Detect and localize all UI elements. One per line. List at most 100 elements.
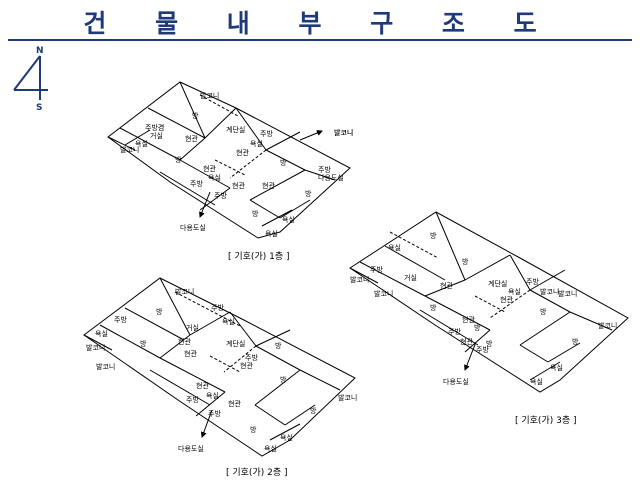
room-label: 발코니 — [540, 287, 559, 296]
floor-3-labels: 욕실 방 주방 방 발코니 거실 발코니 현관 계단실 주방 발코니 현관 발코… — [350, 231, 617, 386]
room-label: 욕실 — [282, 215, 295, 224]
room-label: 욕실 — [265, 229, 278, 238]
floor-1-arrows — [199, 130, 323, 218]
arrow-label-utility: 다용도실 — [178, 444, 204, 453]
room-label: 현관 — [500, 295, 513, 304]
room-label: 방 — [474, 323, 481, 332]
room-label: 현관 — [184, 349, 197, 358]
room-label: 거실 — [404, 273, 417, 282]
floor-2-caption: [ 기호(가) 2층 ] — [226, 468, 288, 478]
room-label: 방 — [250, 425, 257, 434]
room-label: 주방 — [260, 129, 273, 138]
room-label: 욕실 — [280, 433, 293, 442]
room-label: 현관 — [185, 134, 198, 143]
room-label: 방 — [305, 189, 312, 198]
room-label: 계단실 — [488, 279, 507, 288]
room-label: 발코니 — [350, 275, 369, 284]
room-label: 욕실 — [95, 329, 108, 338]
room-label: 주방 — [370, 265, 383, 274]
room-label: 방 — [486, 339, 493, 348]
room-label: 방 — [310, 406, 317, 415]
room-label: 주방 — [476, 345, 489, 354]
room-label: 주방겸 — [145, 123, 164, 132]
room-label: 욕실 — [222, 317, 235, 326]
floor-1-caption: [ 기호(가) 1층 ] — [228, 252, 290, 262]
room-label: 발코니 — [338, 393, 357, 402]
room-label: 현관 — [240, 361, 253, 370]
room-label: 현관 — [460, 337, 473, 346]
compass-south: S — [36, 103, 42, 113]
room-label: 현관 — [262, 181, 275, 190]
room-label: 주방 — [318, 165, 331, 174]
room-label: 주방 — [190, 179, 203, 188]
compass-icon: N S — [13, 46, 48, 113]
floor-3-arrows — [464, 341, 477, 371]
room-label: 욕실 — [264, 444, 277, 453]
floor-1-plan — [107, 81, 351, 239]
room-label: 발코니 — [334, 128, 353, 137]
arrow-label-utility: 다용도실 — [443, 377, 469, 386]
room-label: 욕실 — [135, 139, 148, 148]
room-label: 현관 — [462, 315, 475, 324]
compass-north: N — [36, 46, 44, 56]
room-label: 방 — [430, 231, 437, 240]
room-label: 방 — [252, 209, 259, 218]
room-label: 거실 — [150, 131, 163, 140]
room-label: 욕실 — [208, 173, 221, 182]
room-label: 주방 — [114, 315, 127, 324]
room-label: 주방 — [245, 353, 258, 362]
room-label: 주방 — [186, 395, 199, 404]
room-label: 발코니 — [175, 287, 194, 296]
room-label: 방 — [430, 303, 437, 312]
room-label: 발코니 — [96, 362, 115, 371]
room-label: 현관 — [440, 281, 453, 290]
room-label: 발코니 — [598, 321, 617, 330]
floor-3-plan — [349, 211, 629, 393]
room-label: 주방 — [211, 303, 224, 312]
title-underline — [8, 39, 632, 41]
room-label: 방 — [275, 341, 282, 350]
room-label: 발코니 — [200, 91, 219, 100]
room-label: 발코니 — [374, 289, 393, 298]
room-label: 현관 — [236, 148, 249, 157]
floor-1-labels: 발코니 방 주방겸 거실 현관 계단실 주방 현관 발코니 욕실 발코니 욕실 … — [120, 91, 353, 238]
room-label: 주방 — [214, 191, 227, 200]
room-label: 현관 — [178, 337, 191, 346]
room-label: 욕실 — [206, 391, 219, 400]
room-label: 발코니 — [86, 343, 105, 352]
room-label: 발코니 — [120, 145, 139, 154]
room-label: 현관 — [232, 181, 245, 190]
room-label: 방 — [462, 257, 469, 266]
room-label: 방 — [192, 111, 199, 120]
room-label: 방 — [540, 307, 547, 316]
room-label: 거실 — [186, 323, 199, 332]
room-label: 방 — [280, 158, 287, 167]
room-label: 방 — [572, 337, 579, 346]
room-label: 현관 — [203, 164, 216, 173]
floor-2-labels: 발코니 주방 방 욕실 거실 주방 발코니 방 현관 계단실 욕실 현관 방 발… — [86, 287, 357, 453]
room-label: 욕실 — [530, 377, 543, 386]
room-label: 계단실 — [226, 339, 245, 348]
room-label: 현관 — [196, 381, 209, 390]
room-label: 발코니 — [558, 289, 577, 298]
floor-2-arrows — [200, 409, 213, 438]
room-label: 방 — [280, 375, 287, 384]
floor-3-caption: [ 기호(가) 3층 ] — [515, 416, 577, 426]
room-label: 주방 — [208, 409, 221, 418]
room-label: 방 — [156, 307, 163, 316]
room-label: 현관 — [228, 399, 241, 408]
room-label: 욕실 — [388, 243, 401, 252]
arrow-label-balcony: 발코니 — [334, 128, 353, 137]
room-label: 계단실 — [226, 125, 245, 134]
floor-2-plan — [83, 277, 356, 457]
room-label: 욕실 — [550, 363, 563, 372]
arrow-label-utility: 다용도실 — [180, 223, 206, 232]
room-label: 다용도실 — [318, 173, 344, 182]
room-label: 주방 — [526, 277, 539, 286]
room-label: 방 — [175, 155, 182, 164]
page-title: 건 물 내 부 구 조 도 — [83, 9, 557, 38]
room-label: 욕실 — [250, 139, 263, 148]
room-label: 주방 — [448, 327, 461, 336]
room-label: 욕실 — [508, 287, 521, 296]
